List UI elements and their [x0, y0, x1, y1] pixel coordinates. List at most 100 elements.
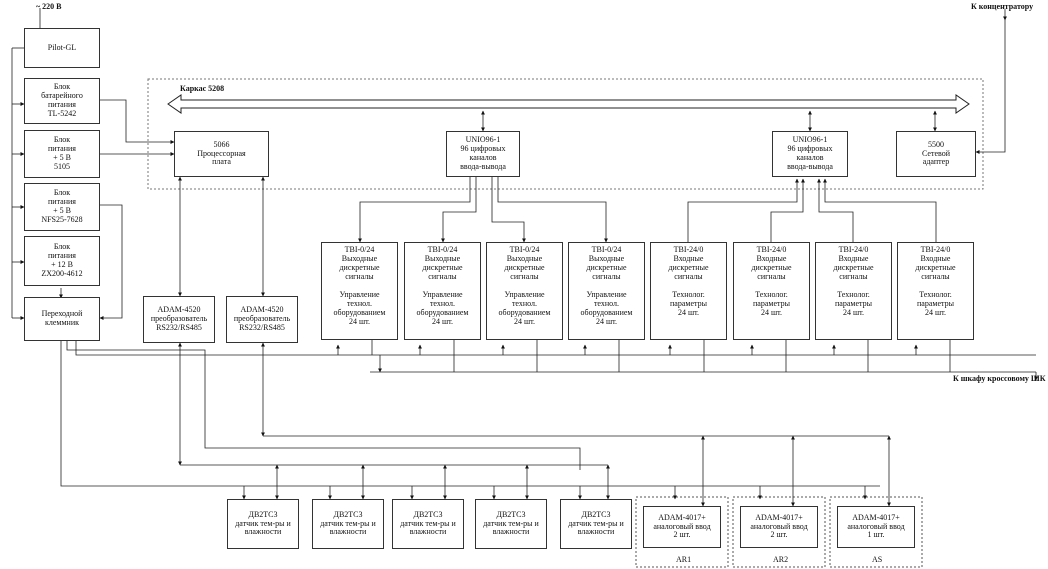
- block-text-line: ДВ2ТС3: [581, 509, 611, 519]
- block-text-line: 24 шт.: [677, 307, 700, 317]
- block-text-line: Выходные: [424, 253, 461, 263]
- block-text-line: Блок: [53, 82, 71, 92]
- block-text-line: Входные: [756, 253, 787, 263]
- block-text-line: 96 цифровых: [460, 144, 506, 154]
- block-text-line: Управление: [339, 289, 380, 299]
- block-text-line: технол.: [593, 298, 620, 308]
- block-text-line: TL-5242: [47, 108, 77, 118]
- block-text-line: сигналы: [592, 271, 621, 281]
- group-ar1: [635, 496, 729, 568]
- block-text-line: сигналы: [839, 271, 868, 281]
- block-text-line: дискретные: [504, 262, 545, 272]
- block-text-line: TBI-0/24: [344, 245, 375, 254]
- block-text-line: преобразователь: [233, 314, 291, 324]
- block-text-line: дискретные: [915, 262, 956, 272]
- block-text-line: 2 шт.: [673, 530, 691, 540]
- block-text-line: параметры: [670, 298, 707, 308]
- block-text-line: технол.: [346, 298, 373, 308]
- block-text-line: датчик тем-ры и: [483, 518, 539, 528]
- block-text-line: 5066: [213, 139, 230, 149]
- block-text-line: Выходные: [506, 253, 543, 263]
- block-text-line: аналоговый ввод: [847, 521, 905, 531]
- block-text-line: ADAM-4017+: [852, 512, 900, 522]
- block-text-line: Управление: [504, 289, 545, 299]
- block-text-line: датчик тем-ры и: [235, 518, 291, 528]
- ar2-label: AR2: [773, 555, 789, 564]
- block-text-line: TBI-0/24: [591, 245, 622, 254]
- block-text-line: каналов: [796, 153, 824, 162]
- block-text-line: сигналы: [510, 271, 539, 281]
- block-text-line: Технолог.: [672, 289, 705, 299]
- block-text-line: датчик тем-ры и: [568, 518, 624, 528]
- block-text-line: питания: [48, 100, 76, 109]
- ar1-label: AR1: [676, 555, 692, 564]
- block-text-line: Технолог.: [837, 289, 870, 299]
- block-text-line: датчик тем-ры и: [400, 518, 456, 528]
- block-text-line: Входные: [838, 253, 869, 263]
- system-bus-arrow: [167, 94, 970, 114]
- block-text-line: батарейного: [41, 91, 83, 101]
- block-text-line: UNIO96-1: [465, 135, 501, 145]
- block-text-line: Входные: [920, 253, 951, 263]
- block-text-line: NFS25-7628: [41, 214, 83, 224]
- block-text-line: 24 шт.: [595, 316, 618, 326]
- block-text-line: сигналы: [757, 271, 786, 281]
- block-text-line: аналоговый ввод: [750, 521, 808, 531]
- block-text-line: Выходные: [341, 253, 378, 263]
- block-text-line: RS232/RS485: [156, 322, 202, 332]
- block-text-line: сигналы: [345, 271, 374, 281]
- block-text-line: 24 шт.: [924, 307, 947, 317]
- block-text-line: Блок: [53, 135, 71, 145]
- block-text-line: TBI-0/24: [427, 245, 458, 254]
- frame-5208-boundary: [147, 78, 984, 190]
- block-text-line: ввода-вывода: [460, 161, 506, 171]
- block-text-line: каналов: [469, 153, 497, 162]
- block-text-line: влажности: [409, 527, 447, 537]
- block-text-line: TBI-24/0: [838, 245, 869, 254]
- block-text-line: дискретные: [833, 262, 874, 272]
- power-input-label: ~ 220 В: [36, 2, 62, 11]
- block-text-line: Процессорная: [197, 148, 246, 158]
- block-text-line: RS232/RS485: [239, 322, 285, 332]
- block-text-line: ADAM-4017+: [658, 512, 706, 522]
- block-text-line: 24 шт.: [348, 316, 371, 326]
- pilot-gl-block: Pilot-GL: [24, 28, 100, 68]
- block-text-line: параметры: [835, 298, 872, 308]
- block-text-line: + 5 В: [53, 153, 71, 162]
- connection-lines: [11, 8, 1038, 507]
- block-text-line: ADAM-4017+: [755, 512, 803, 522]
- block-text-line: преобразователь: [150, 314, 208, 324]
- block-text-line: Выходные: [588, 253, 625, 263]
- block-text-line: питания: [48, 197, 76, 207]
- block-text-line: влажности: [492, 527, 530, 537]
- block-text-line: 24 шт.: [760, 307, 783, 317]
- block-text-line: питания: [48, 144, 76, 154]
- block-text-line: ADAM-4520: [240, 305, 284, 315]
- block-text-line: ДВ2ТС3: [248, 509, 278, 519]
- block-text-line: технол.: [511, 298, 538, 308]
- block-text-line: сигналы: [428, 271, 457, 281]
- block-text-line: Технолог.: [755, 289, 788, 299]
- block-text-line: TBI-24/0: [920, 245, 951, 254]
- block-text-line: сигналы: [921, 271, 950, 281]
- to-concentrator-label: К концентратору: [971, 2, 1034, 11]
- block-text-line: TBI-24/0: [756, 245, 787, 254]
- block-text-line: + 12 В: [51, 260, 73, 269]
- block-text-line: 5105: [54, 161, 70, 171]
